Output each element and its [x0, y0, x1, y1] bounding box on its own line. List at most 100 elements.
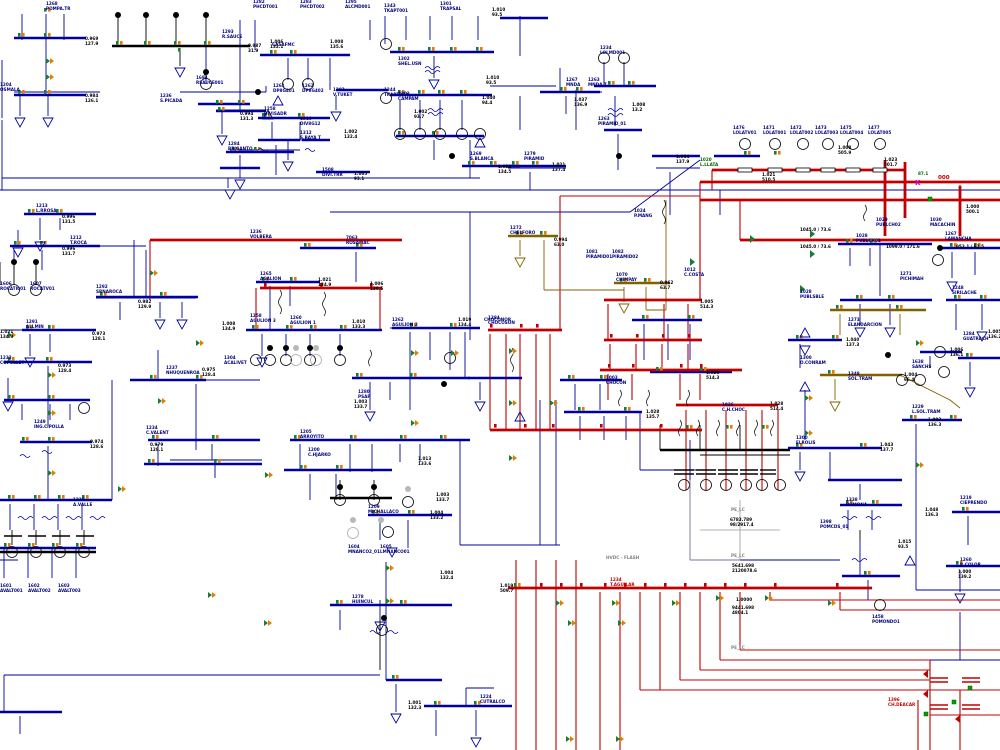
station-label[interactable]: CHOCONOR: [484, 317, 512, 322]
alarm-value[interactable]: 000: [938, 175, 950, 181]
station-label[interactable]: CASAFMC: [272, 42, 295, 47]
k-marker[interactable]: K: [915, 179, 921, 187]
